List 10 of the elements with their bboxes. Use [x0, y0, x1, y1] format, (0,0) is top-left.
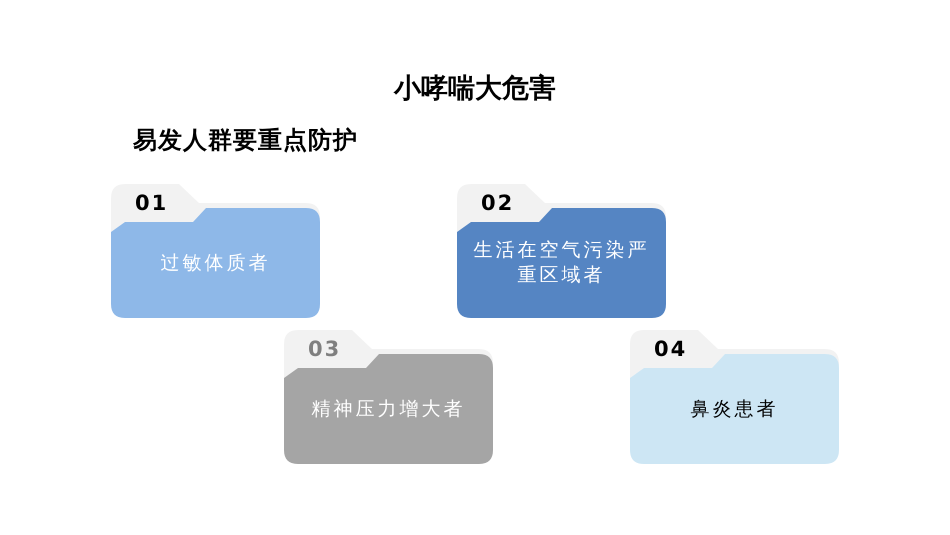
card-number: 02 [481, 190, 514, 216]
card-text: 过敏体质者 [160, 250, 270, 276]
card-number: 01 [135, 190, 168, 216]
card-text: 生活在空气污染严重区域者 [472, 238, 650, 288]
card-number: 03 [308, 336, 342, 362]
card-text: 鼻炎患者 [690, 396, 778, 422]
title: 小哮喘大危害 [394, 72, 556, 106]
card-text: 精神压力增大者 [312, 396, 466, 422]
subtitle: 易发人群要重点防护 [133, 125, 358, 156]
card-number: 04 [654, 336, 688, 362]
